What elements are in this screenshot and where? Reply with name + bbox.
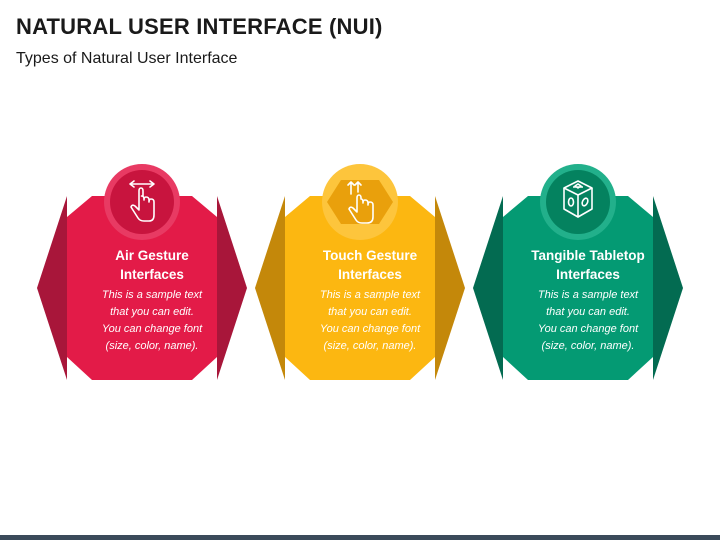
air-gesture-hand-icon (129, 180, 155, 222)
footer-bar (0, 535, 720, 540)
card-tangible-tabletop: Tangible Tabletop Interfaces This is a s… (473, 150, 703, 382)
hexagon-left-side (255, 196, 285, 380)
hexagon-right-side (653, 196, 683, 380)
icon-circle (110, 170, 174, 234)
hexagon-face (503, 196, 653, 380)
touch-gesture-hand-icon (347, 181, 374, 224)
card-text: Air Gesture Interfaces This is a sample … (77, 246, 227, 355)
card-body: This is a sample text that you can edit.… (319, 289, 421, 352)
hexagon-left-side (37, 196, 67, 380)
hexagon-right-side (217, 196, 247, 380)
hexagon-shape (473, 164, 683, 380)
card-heading: Air Gesture Interfaces (115, 248, 189, 282)
card-text: Tangible Tabletop Interfaces This is a s… (513, 246, 663, 355)
card-text: Touch Gesture Interfaces This is a sampl… (295, 246, 445, 355)
hexagon-left-side (473, 196, 503, 380)
hexagon-face (67, 196, 217, 380)
slide-subtitle: Types of Natural User Interface (16, 50, 238, 67)
card-body: This is a sample text that you can edit.… (537, 289, 639, 352)
card-air-gesture: Air Gesture Interfaces This is a sample … (37, 150, 267, 382)
card-heading: Tangible Tabletop Interfaces (531, 248, 645, 282)
hexagon-shape (255, 164, 465, 380)
icon-hexagon (327, 180, 393, 224)
hexagon-right-side (435, 196, 465, 380)
card-body: This is a sample text that you can edit.… (101, 289, 203, 352)
slide-title: NATURAL USER INTERFACE (NUI) (16, 14, 383, 39)
hexagon-face (285, 196, 435, 380)
card-heading: Touch Gesture Interfaces (322, 248, 418, 282)
card-touch-gesture: Touch Gesture Interfaces This is a sampl… (255, 150, 485, 382)
dice-cube-icon (563, 180, 593, 218)
hexagon-shape (37, 164, 247, 380)
